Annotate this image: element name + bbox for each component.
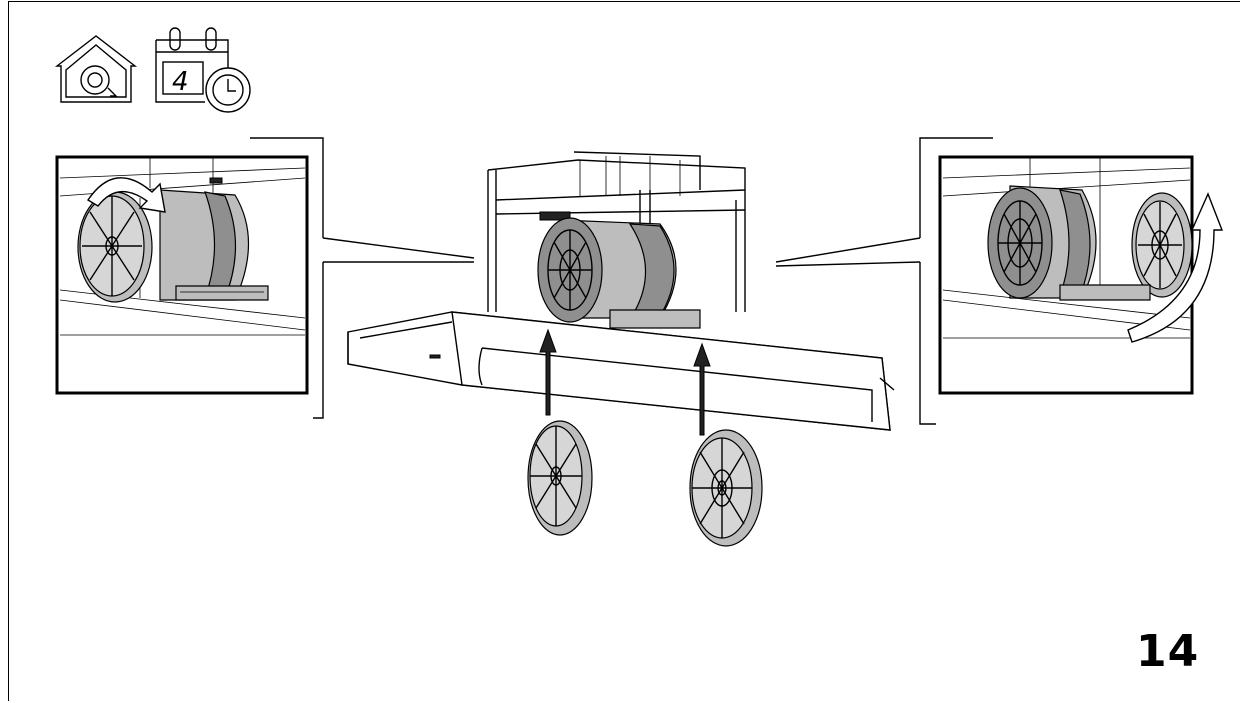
grease-filter-disc — [527, 420, 593, 536]
step-number: 14 — [1136, 626, 1200, 677]
page-border — [8, 1, 1240, 701]
calendar-digit: 4 — [172, 67, 189, 97]
calendar-clock-icon: 4 — [155, 27, 251, 113]
up-arrow-left — [539, 328, 557, 416]
left-detail-panel — [55, 137, 475, 419]
right-detail-panel — [775, 137, 1224, 425]
carbon-filter-disc — [689, 429, 763, 547]
cooker-hood — [347, 151, 895, 431]
recirculation-house-icon — [54, 35, 138, 103]
up-arrow-right — [693, 342, 711, 436]
